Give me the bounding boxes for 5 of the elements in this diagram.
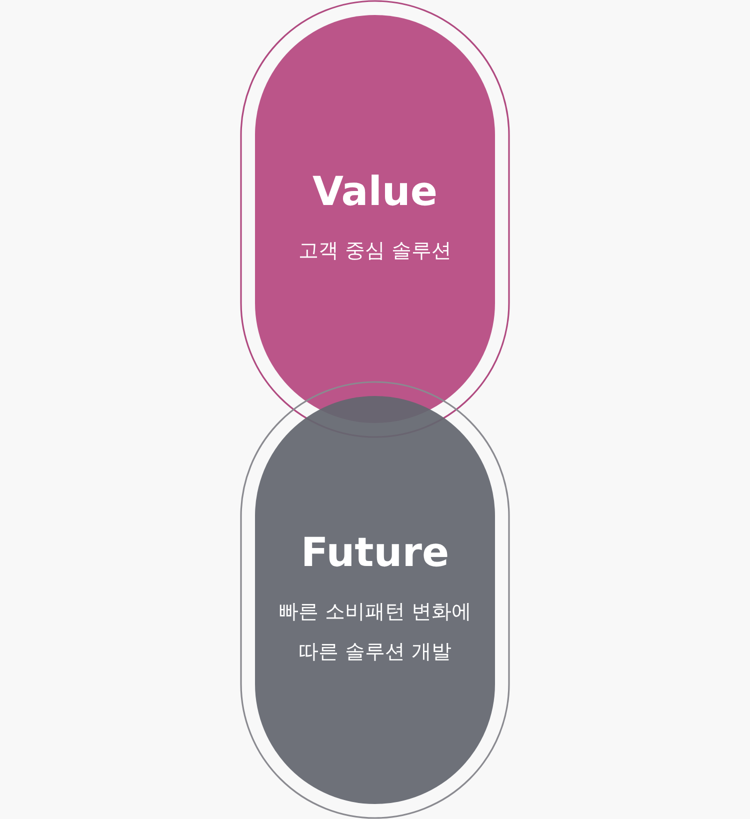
pill-title: Value [312,168,438,216]
pill-title: Future [300,529,450,577]
pill-subtitle: 고객 중심 솔루션 [298,237,452,264]
pill-shape [240,381,510,819]
pill-subtitle: 빠른 소비패턴 변화에 따른 솔루션 개발 [278,598,472,665]
